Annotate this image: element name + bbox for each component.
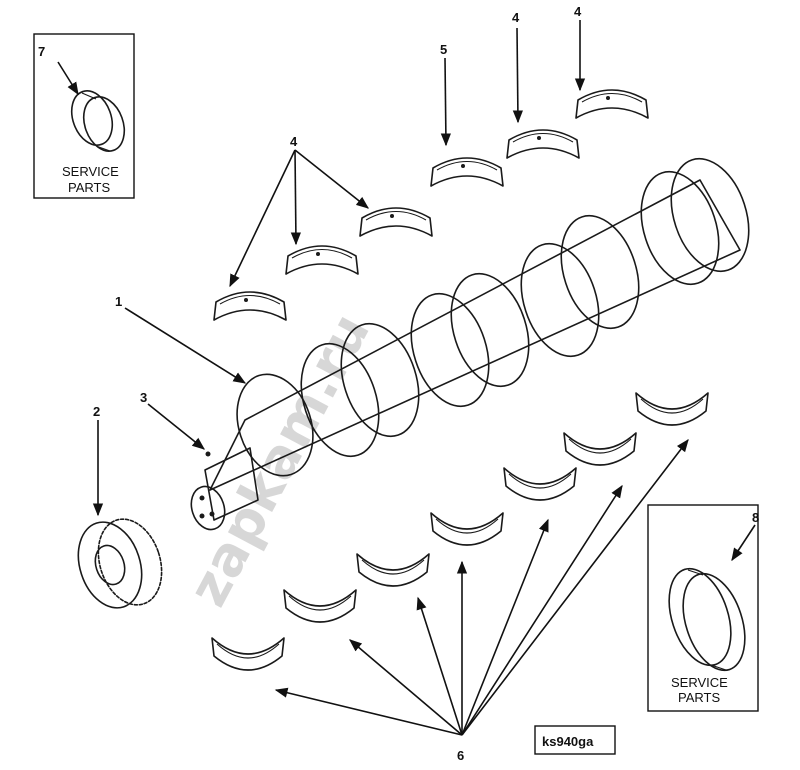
crankshaft-gear-2 — [77, 518, 163, 609]
callout-3: 3 — [140, 390, 147, 405]
upper-bearing-shells — [213, 89, 649, 321]
key-3 — [205, 451, 211, 457]
lower-bearing-shell — [283, 589, 357, 623]
service-parts-box-right: SERVICE PARTS — [647, 504, 759, 712]
upper-bearing-shell — [359, 207, 433, 237]
lower-bearing-shell — [635, 392, 709, 426]
upper-bearing-shell — [213, 291, 287, 321]
upper-bearing-shell — [506, 129, 580, 159]
wear-sleeve-ring-8 — [668, 567, 746, 672]
lower-bearing-shell — [503, 467, 577, 501]
callout-4: 4 — [512, 10, 520, 25]
thrust-washer-ring-7 — [70, 90, 126, 152]
callout-8: 8 — [752, 510, 759, 525]
lower-bearing-shell — [563, 432, 637, 466]
service-label-line1: SERVICE — [62, 164, 119, 179]
callout-1: 1 — [115, 294, 122, 309]
callout-4: 4 — [290, 134, 298, 149]
lower-bearing-shell — [430, 512, 504, 546]
thrust-bearing-shell-5 — [430, 157, 504, 187]
watermark: zapkam.ru — [176, 303, 382, 616]
callout-4: 4 — [574, 4, 582, 19]
service-label-line2: PARTS — [68, 180, 110, 195]
leader-lines — [57, 20, 756, 736]
figure-code-box: ks940ga — [534, 725, 616, 755]
lower-bearing-shell — [211, 637, 285, 671]
figure-code: ks940ga — [542, 734, 594, 749]
callout-6: 6 — [457, 748, 464, 763]
lower-bearing-shell — [356, 553, 430, 587]
callout-5: 5 — [440, 42, 447, 57]
service-label-line1: SERVICE — [671, 675, 728, 690]
callout-7: 7 — [38, 44, 45, 59]
upper-bearing-shell — [285, 245, 359, 275]
service-parts-box-left: SERVICE PARTS — [33, 33, 135, 199]
callout-2: 2 — [93, 404, 100, 419]
service-label-line2: PARTS — [678, 690, 720, 705]
crankshaft — [190, 157, 750, 531]
upper-bearing-shell — [575, 89, 649, 119]
